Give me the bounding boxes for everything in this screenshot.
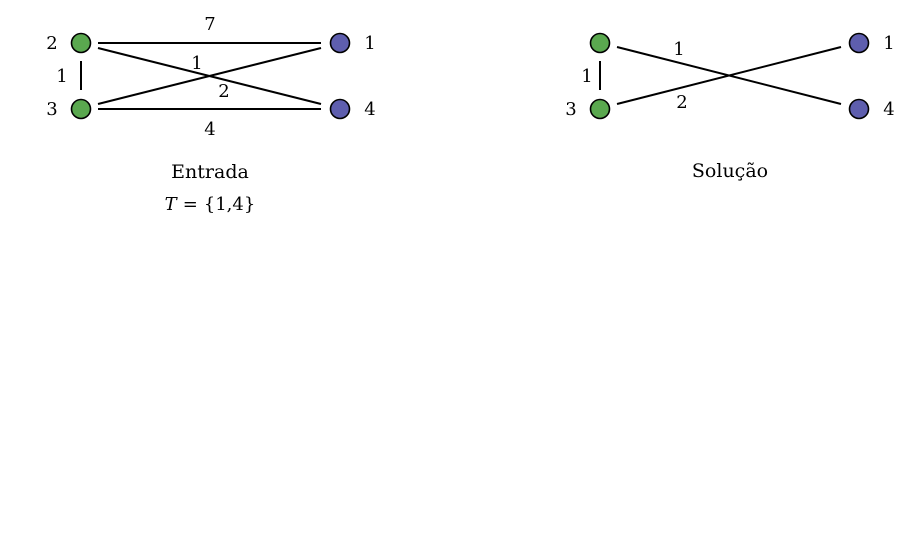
solution-node-4: [848, 98, 870, 120]
terminal-set: T= {1,4}: [165, 194, 256, 215]
solution-node-label-1: 1: [883, 33, 894, 54]
solution-node-2: [589, 32, 611, 54]
solution-node-3: [589, 98, 611, 120]
input-graph: 7 1 1 2 4 2 3 1 4 Entrada T= {1,4}: [46, 14, 375, 215]
node-1: [329, 32, 351, 54]
solution-graph: 1 1 2 3 1 4 Solução: [565, 32, 895, 182]
node-label-2: 2: [46, 33, 57, 54]
solution-node-label-4: 4: [883, 99, 894, 120]
solution-weight-2-4: 1: [673, 39, 684, 60]
node-label-1: 1: [364, 33, 375, 54]
node-4: [329, 98, 351, 120]
terminal-set-values: {1,4}: [204, 194, 256, 215]
solution-weight-3-1: 2: [676, 92, 687, 113]
solution-caption: Solução: [692, 160, 768, 182]
solution-node-1: [848, 32, 870, 54]
node-2: [70, 32, 92, 54]
node-label-3: 3: [46, 99, 57, 120]
node-3: [70, 98, 92, 120]
terminal-set-eq: =: [183, 194, 198, 215]
weight-2-1: 7: [204, 14, 215, 35]
input-caption: Entrada: [171, 161, 249, 183]
node-label-4: 4: [364, 99, 375, 120]
solution-weight-2-3: 1: [581, 66, 592, 87]
weight-3-1: 2: [218, 81, 229, 102]
weight-3-4: 4: [204, 119, 215, 140]
solution-node-label-3: 3: [565, 99, 576, 120]
weight-2-3: 1: [56, 66, 67, 87]
weight-2-4: 1: [191, 53, 202, 74]
terminal-set-var: T: [165, 194, 179, 215]
edge-3-1: [97, 47, 322, 105]
solution-edge-3-1: [616, 46, 842, 105]
